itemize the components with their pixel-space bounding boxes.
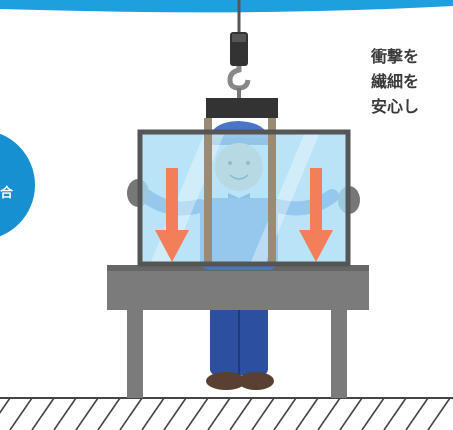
badge-circle (0, 133, 35, 237)
down-arrow-icon (299, 168, 333, 262)
hatch-line (119, 397, 143, 430)
hatch-line (75, 397, 99, 430)
hatch-line (207, 397, 231, 430)
hatch-line (97, 397, 121, 430)
glass-frame (137, 129, 351, 267)
stand-leg-right (331, 305, 347, 398)
hatch-line (185, 397, 209, 430)
hatch-line (383, 397, 407, 430)
hatch-line (405, 397, 429, 430)
hatch-line (141, 397, 165, 430)
hatch-line (273, 397, 297, 430)
header-band (0, 0, 453, 13)
hatch-line (251, 397, 275, 430)
hatch-line (361, 397, 385, 430)
caption-line: 繊細を (371, 72, 420, 91)
hatch-line (9, 397, 33, 430)
down-arrow-icon (155, 168, 189, 262)
hatch-line (229, 397, 253, 430)
lifting-bar (206, 98, 278, 118)
crane-hook-icon (227, 0, 251, 100)
hatch-line (339, 397, 363, 430)
caption-line: 安心し (371, 97, 420, 116)
ground-hatch (0, 397, 453, 430)
hatch-line (53, 397, 77, 430)
hatch-line (427, 397, 451, 430)
caption-text: 衝撃を 繊細を 安心し (371, 44, 419, 119)
badge-text: 合 (0, 186, 14, 201)
hatch-line (0, 397, 11, 414)
wood-slat-right (268, 118, 276, 264)
stand-leg-left (127, 305, 143, 398)
stand-top (107, 265, 369, 310)
hatch-line (163, 397, 187, 430)
hatch-line (31, 397, 55, 430)
caption-line: 衝撃を (371, 47, 420, 66)
worker-legs (206, 295, 274, 390)
hatch-line (317, 397, 341, 430)
hatch-line (295, 397, 319, 430)
wood-slat-left (204, 118, 212, 264)
